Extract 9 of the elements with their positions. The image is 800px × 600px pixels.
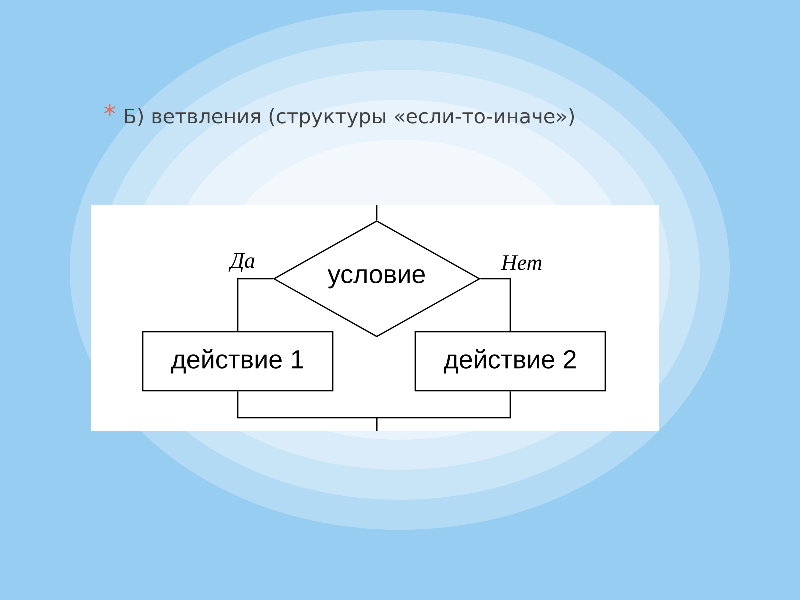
process-box: действие 1 xyxy=(142,331,334,392)
connector-line xyxy=(376,392,512,431)
edge-label: Да xyxy=(228,252,256,274)
connector-line xyxy=(237,278,274,332)
connector-line xyxy=(480,278,512,332)
edge-label: Нет xyxy=(500,254,544,272)
heading: Б) ветвления (структуры «если-то-иначе») xyxy=(125,108,574,128)
connector-line xyxy=(376,205,378,220)
process-box: действие 2 xyxy=(414,331,606,392)
